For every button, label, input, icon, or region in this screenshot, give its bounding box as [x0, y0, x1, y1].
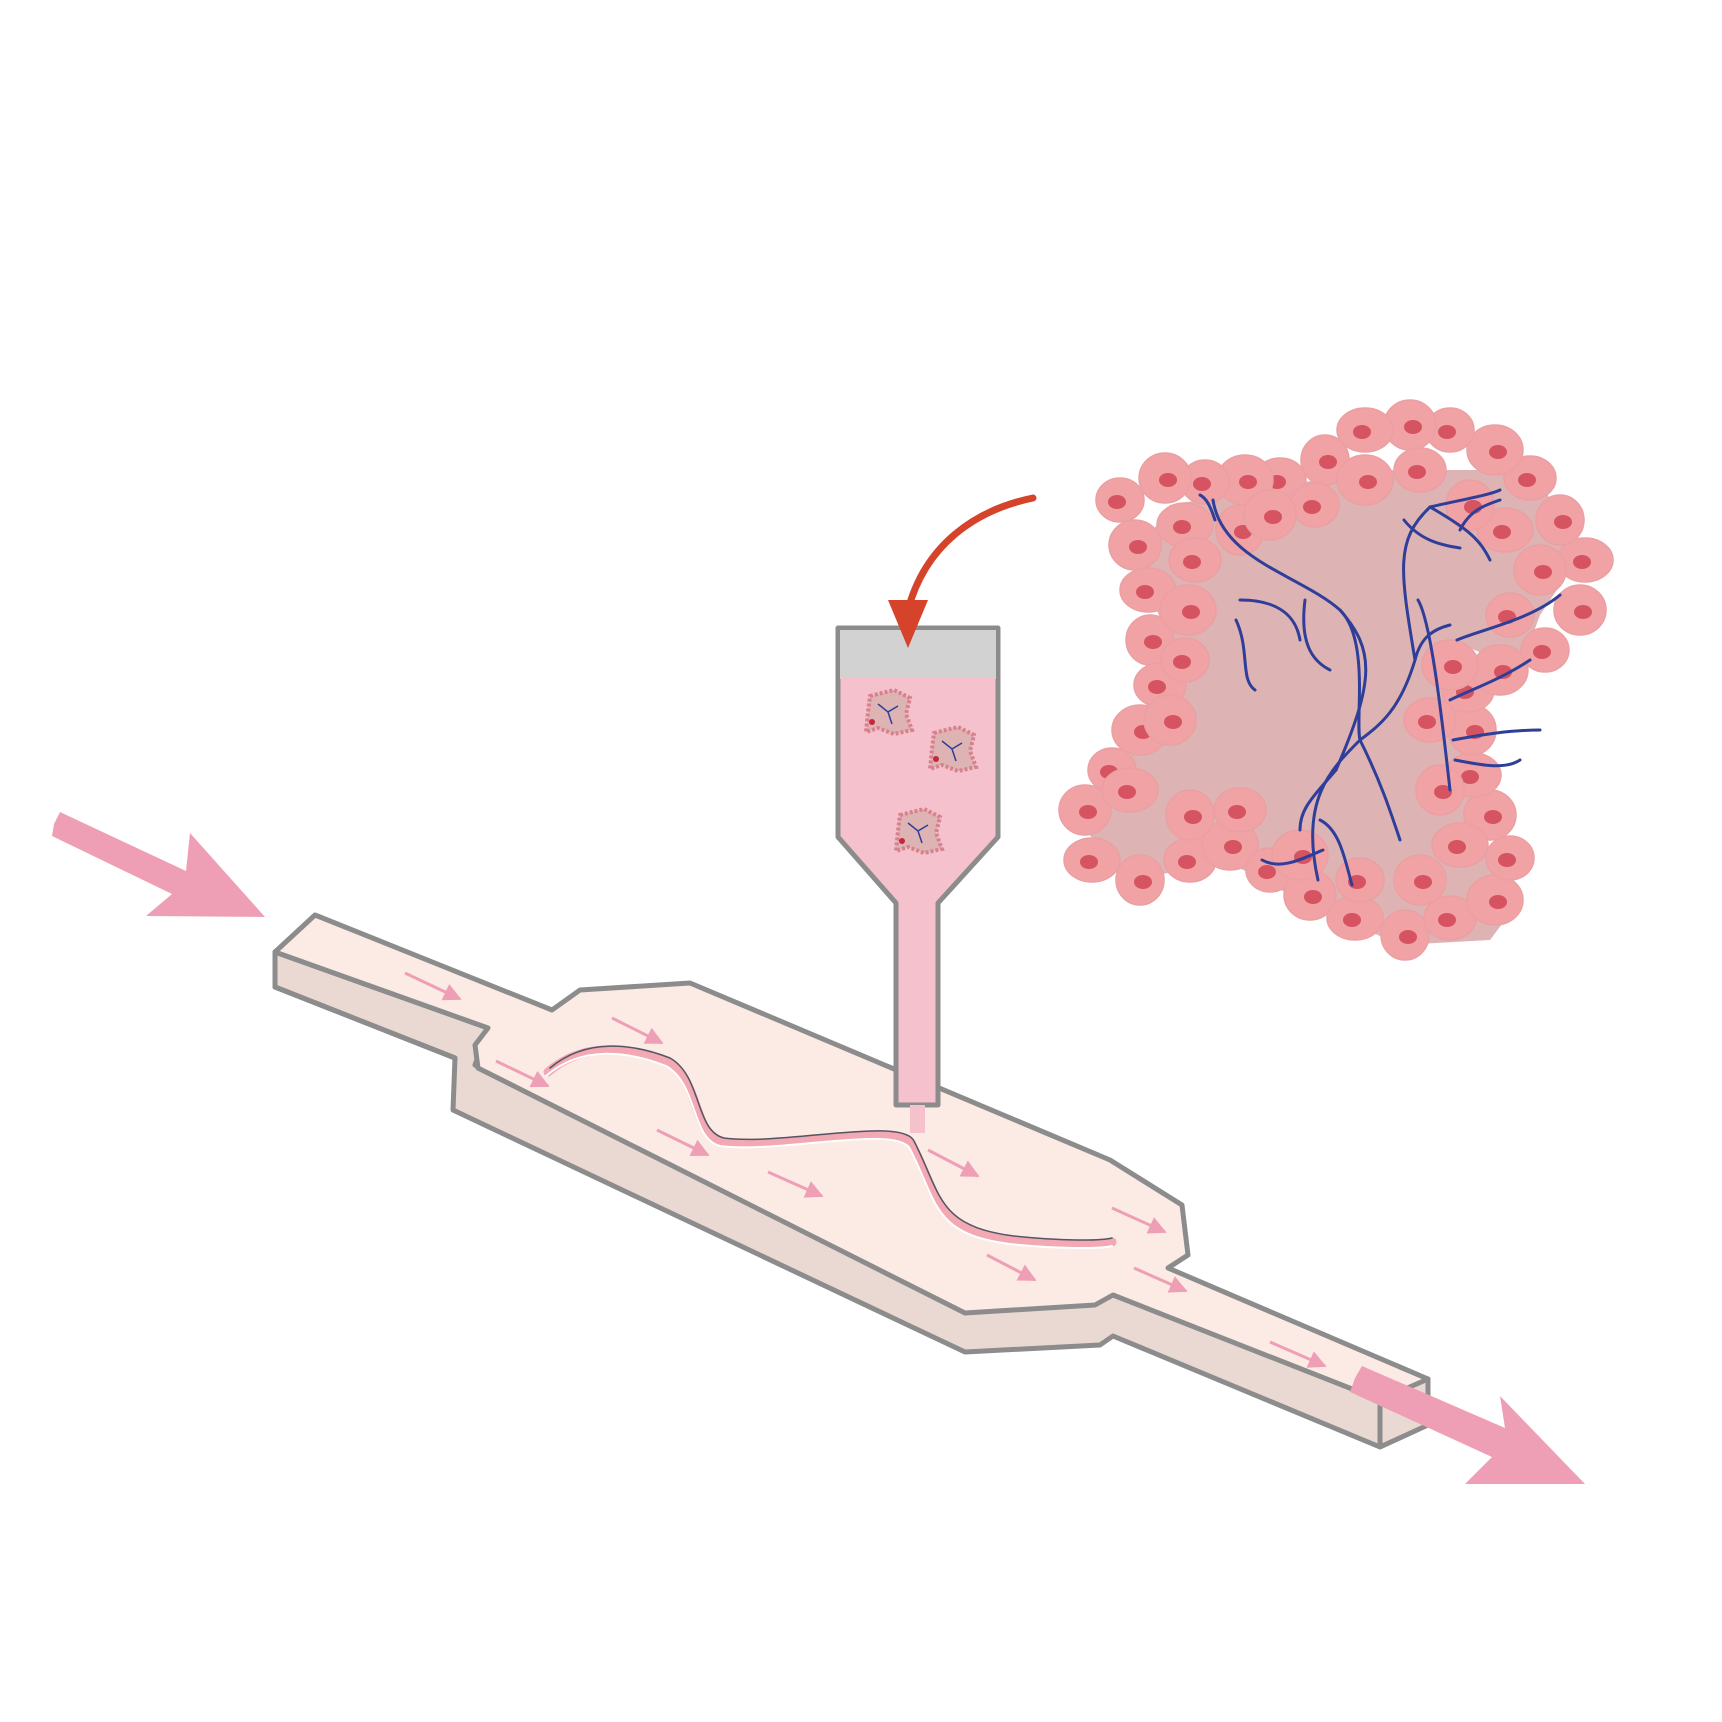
cell-nucleus: [1554, 515, 1572, 529]
chip-flow-arrows: [404, 971, 1327, 1368]
cell-nucleus: [1573, 555, 1591, 569]
cell-nucleus: [1129, 540, 1147, 554]
organoid-enlarged: [1058, 399, 1614, 961]
cell-nucleus: [1438, 913, 1456, 927]
cell-nucleus: [1080, 855, 1098, 869]
cell-nucleus: [1574, 605, 1592, 619]
cell-nucleus: [1353, 425, 1371, 439]
cell-nucleus: [1118, 785, 1136, 799]
cell-nucleus: [1079, 805, 1097, 819]
cell-nucleus: [1159, 473, 1177, 487]
microfluidic-chip: [272, 912, 1431, 1450]
cell-nucleus: [1404, 420, 1422, 434]
cell-nucleus: [1461, 770, 1479, 784]
cell-nucleus: [1193, 477, 1211, 491]
cell-nucleus: [1258, 865, 1276, 879]
cell-nucleus: [1518, 473, 1536, 487]
cell-nucleus: [1359, 475, 1377, 489]
cell-nucleus: [1533, 645, 1551, 659]
cell-nucleus: [1319, 455, 1337, 469]
cell-nucleus: [1173, 520, 1191, 534]
cell-nucleus: [1484, 810, 1502, 824]
cell-nucleus: [1438, 425, 1456, 439]
reservoir-outflow: [910, 1105, 925, 1133]
cell-nucleus: [1534, 565, 1552, 579]
cell-nucleus: [1178, 855, 1196, 869]
inlet-flow-arrow: [52, 812, 265, 917]
cell-nucleus: [1493, 525, 1511, 539]
small-organoid: [863, 687, 915, 737]
cell-nucleus: [1434, 785, 1452, 799]
cell-nucleus: [1184, 810, 1202, 824]
reservoir-cap: [840, 630, 996, 678]
cell-nucleus: [1498, 853, 1516, 867]
organoid-vessels: [1198, 488, 1562, 887]
cell-nucleus: [1108, 495, 1126, 509]
cell-nucleus: [1183, 555, 1201, 569]
cell-nucleus: [1136, 585, 1154, 599]
cell-nucleus: [1224, 840, 1242, 854]
small-organoid: [893, 806, 945, 856]
organoid-injection-reservoir: [835, 625, 1001, 1133]
cell-nucleus: [1303, 500, 1321, 514]
cell-nucleus: [1418, 715, 1436, 729]
cell-nucleus: [1264, 510, 1282, 524]
cell-nucleus: [1239, 475, 1257, 489]
cell-nucleus: [1448, 840, 1466, 854]
cell-nucleus: [1148, 680, 1166, 694]
vascular-channel: [543, 1045, 1117, 1250]
cell-nucleus: [1414, 875, 1432, 889]
cell-nucleus: [1408, 465, 1426, 479]
cell-nucleus: [1173, 655, 1191, 669]
cell-nucleus: [1228, 805, 1246, 819]
cell-nucleus: [1164, 715, 1182, 729]
chip-top-face: [272, 912, 1431, 1403]
cell-nucleus: [1489, 895, 1507, 909]
outlet-flow-arrow: [1350, 1366, 1585, 1484]
cell-nucleus: [1399, 930, 1417, 944]
cell-nucleus: [1494, 665, 1512, 679]
cell-nucleus: [1343, 913, 1361, 927]
cell-nucleus: [1489, 445, 1507, 459]
cell-nucleus: [1144, 635, 1162, 649]
cell-nucleus: [1182, 605, 1200, 619]
reservoir-body: [835, 625, 1001, 1108]
cell-nucleus: [1134, 875, 1152, 889]
small-organoid: [927, 724, 979, 774]
organoid-epithelial-cells: [1058, 399, 1614, 961]
cell-nucleus: [1444, 660, 1462, 674]
loading-arrow: [888, 494, 1037, 648]
cell-nucleus: [1304, 890, 1322, 904]
